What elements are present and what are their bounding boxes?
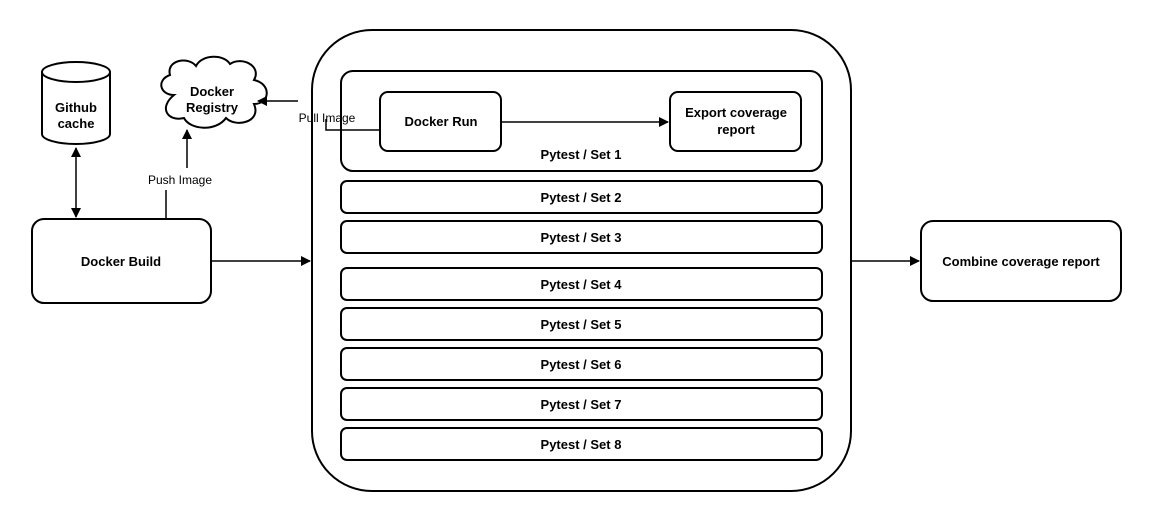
pytest-set-2-box — [340, 180, 823, 214]
docker-registry-node: Docker Registry — [160, 55, 268, 129]
export-coverage-label-line2: report — [717, 122, 755, 137]
export-coverage-node: Export coverage report — [669, 91, 802, 152]
pull-image-label: Pull Image — [299, 111, 356, 125]
pytest-set-3-label: Pytest / Set 3 — [541, 230, 622, 245]
pytest-set-7-box — [340, 387, 823, 421]
pytest-set-5-box — [340, 307, 823, 341]
pytest-set-2-label: Pytest / Set 2 — [541, 190, 622, 205]
cloud-shape — [160, 55, 268, 129]
github-cache-node: Github cache — [41, 61, 111, 145]
pytest-set-8: Pytest / Set 8 — [340, 427, 823, 461]
pytest-set-8-label: Pytest / Set 8 — [541, 437, 622, 452]
pytest-set-3: Pytest / Set 3 — [340, 220, 823, 254]
pytest-set-5-label: Pytest / Set 5 — [541, 317, 622, 332]
pytest-set-3-box — [340, 220, 823, 254]
cylinder-body — [41, 72, 111, 145]
pytest-set-4-label: Pytest / Set 4 — [541, 277, 623, 292]
pytest-set-6: Pytest / Set 6 — [340, 347, 823, 381]
docker-registry-label-line1: Docker — [190, 84, 234, 99]
github-cache-label-line2: cache — [58, 116, 95, 131]
github-cache-label-line1: Github — [55, 100, 97, 115]
pytest-set-7: Pytest / Set 7 — [340, 387, 823, 421]
pytest-set-8-box — [340, 427, 823, 461]
export-coverage-box — [669, 91, 802, 152]
pytest-set-6-box — [340, 347, 823, 381]
combine-coverage-box — [920, 220, 1122, 302]
docker-run-label: Docker Run — [405, 114, 478, 129]
combine-coverage-node: Combine coverage report — [920, 220, 1122, 302]
docker-run-node: Docker Run — [379, 91, 502, 152]
docker-registry-label-line2: Registry — [186, 100, 239, 115]
pytest-set-5: Pytest / Set 5 — [340, 307, 823, 341]
docker-build-node: Docker Build — [31, 218, 212, 304]
docker-build-label: Docker Build — [81, 254, 161, 269]
export-coverage-label-line1: Export coverage — [685, 105, 787, 120]
pytest-set-4: Pytest / Set 4 — [340, 267, 823, 301]
pytest-set-2: Pytest / Set 2 — [340, 180, 823, 214]
push-image-label: Push Image — [148, 173, 212, 187]
combine-coverage-label: Combine coverage report — [942, 254, 1100, 269]
pytest-set-6-label: Pytest / Set 6 — [541, 357, 622, 372]
pytest-set-7-label: Pytest / Set 7 — [541, 397, 622, 412]
pytest-set-1-label: Pytest / Set 1 — [541, 147, 622, 162]
pytest-set-4-box — [340, 267, 823, 301]
pull-image-edge-lower — [325, 119, 380, 131]
cylinder-top — [41, 61, 111, 83]
